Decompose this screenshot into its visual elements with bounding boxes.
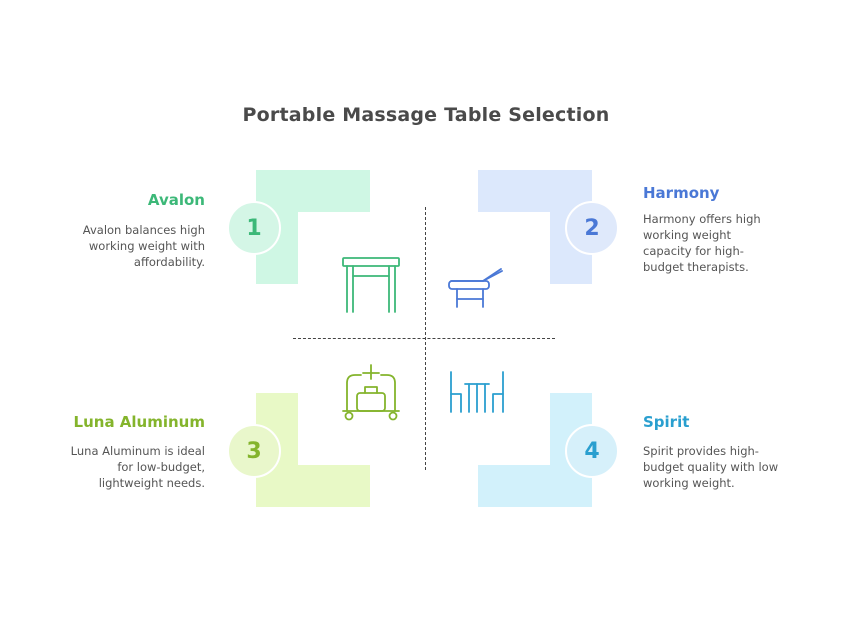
quadrant-2-number: 2 — [565, 201, 619, 255]
quadrant-4-shape — [478, 393, 592, 507]
quadrant-1-shape — [256, 170, 370, 284]
quadrant-1-number: 1 — [227, 201, 281, 255]
luggage-cart-icon — [342, 364, 400, 421]
vertical-axis — [425, 207, 426, 470]
quadrant-2-shape — [478, 170, 592, 284]
quadrant-3-description: Luna Aluminum is ideal for low-budget, l… — [70, 444, 205, 490]
quadrant-3-number: 3 — [227, 424, 281, 478]
quadrant-4-title: Spirit — [643, 413, 690, 431]
quadrant-4-description: Spirit provides high-budget quality with… — [643, 444, 779, 490]
quadrant-4-number: 4 — [565, 424, 619, 478]
quadrant-2-description: Harmony offers high working weight capac… — [643, 212, 761, 274]
quadrant-2-title: Harmony — [643, 184, 720, 202]
massage-table-frame-icon — [342, 257, 400, 313]
table-chairs-icon — [450, 371, 504, 413]
quadrant-1-title: Avalon — [147, 191, 205, 209]
quadrant-3-shape — [256, 393, 370, 507]
page-title: Portable Massage Table Selection — [242, 104, 610, 126]
reclining-table-icon — [448, 268, 503, 308]
horizontal-axis — [293, 338, 555, 339]
quadrant-1-description: Avalon balances high working weight with… — [82, 223, 205, 269]
quadrant-3-title: Luna Aluminum — [73, 413, 205, 431]
